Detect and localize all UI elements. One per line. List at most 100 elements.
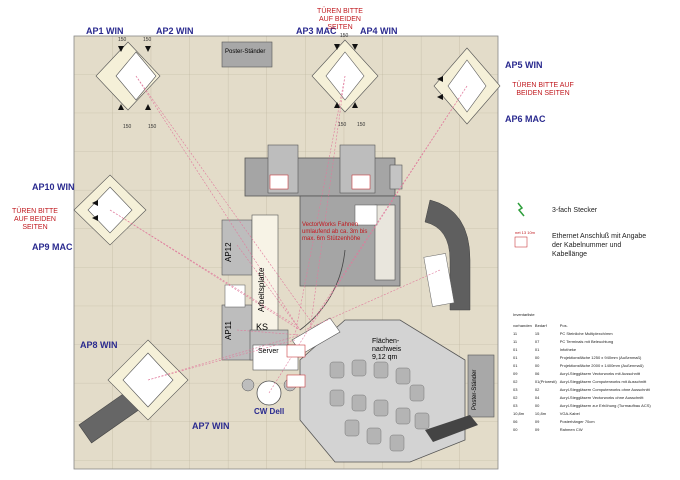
table-row: 00 09 Rahmen CW xyxy=(513,426,654,434)
ks-label: KS xyxy=(256,322,269,332)
cell: 01 xyxy=(513,355,518,360)
cell: Acryl-Steggläsern Computerworks mit Auss… xyxy=(559,379,647,384)
cell: 10,8m xyxy=(513,411,525,416)
label-ap11: AP11 xyxy=(224,321,233,340)
cell: 11 xyxy=(513,331,518,336)
cell: Acryl-Steggläsern zur Erhöhung (Turmaufb… xyxy=(559,403,651,408)
poster-stand-top-label: Poster-Ständer xyxy=(225,49,266,55)
cw-dell-label: CW Dell xyxy=(254,407,285,416)
legend-ethernet: Ethernet Anschluß mit Angabe der Kabelnu… xyxy=(552,233,647,258)
cell: Rahmen CW xyxy=(559,427,583,432)
cell: 06 xyxy=(513,419,518,424)
dim-150-e: 150 xyxy=(340,33,349,39)
table-row: 02 04 Acryl-Steggläsern Vectorworks ohne A… xyxy=(513,394,654,402)
notice-doors-top: TÜREN BITTE AUF BEIDEN SEITEN xyxy=(317,8,363,31)
table-row: 03 00 Acryl-Steggläsern zur Erhöhung (Turm… xyxy=(513,402,654,410)
notice-doors-right: TÜREN BITTE AUF BEIDEN SEITEN xyxy=(512,82,574,97)
cell: 02 xyxy=(534,387,540,392)
table-row: 06 09 Posterhänger 70cm xyxy=(513,418,654,426)
legend-net-sample: net 13 10m xyxy=(515,230,536,235)
cell: 00 xyxy=(534,403,540,408)
dim-150-f: 150 xyxy=(338,122,347,128)
cell: 00 xyxy=(534,363,540,368)
flaechennachweis-label: Flächen- nachweis 9,12 qm xyxy=(372,338,402,361)
cell: VGA-Kabel xyxy=(559,411,580,416)
label-ap3: AP3 MAC xyxy=(296,26,337,36)
cell: PC Steinliche Multiplexch/mm xyxy=(559,331,613,336)
cell: 07 xyxy=(534,339,540,344)
notice-banner: VectorWorks Fahnen umlaufend ab ca. 3m b… xyxy=(302,222,368,242)
cell: 09 xyxy=(534,419,540,424)
cell: Acryl-Steggläsern Computerworks ohne Aus… xyxy=(559,387,650,392)
table-row: 01 00 Projektionsfläche 2000 x 1400mm (Auß… xyxy=(513,362,654,370)
cell: 01(Prioresti) xyxy=(534,379,557,384)
inventory-header-row: vorhanden Bedarf Pos. xyxy=(513,322,654,330)
label-ap9: AP9 MAC xyxy=(32,242,73,252)
legend-stecker: 3-fach Stecker xyxy=(552,207,598,214)
cell: 00 xyxy=(513,427,518,432)
inventory-table: vorhanden Bedarf Pos. 11 15 PC Steinliche … xyxy=(513,322,654,434)
cell: 00 xyxy=(534,355,540,360)
table-row: 02 01(Prioresti)Acryl-Steggläsern Compute… xyxy=(513,378,654,386)
table-row: 09 06 Acryl-Steggläsern Vectorworks mit Au… xyxy=(513,370,654,378)
cell: Acryl-Steggläsern Vectorworks mit Aussch… xyxy=(559,371,640,376)
inventory-header: vorhanden xyxy=(513,323,532,328)
cell: PC Terminals mit Beleuchtung xyxy=(559,339,614,344)
table-row: 01 00 Projektionsfläche 1250 x 940mm (Auße… xyxy=(513,354,654,362)
cell: 02 xyxy=(513,379,518,384)
table-row: 11 07 PC Terminals mit Beleuchtung xyxy=(513,338,654,346)
table-row: 10,8m 10,8m VGA-Kabel xyxy=(513,410,654,418)
cell: 10,8m xyxy=(534,411,547,416)
cell: 11 xyxy=(513,339,518,344)
dim-150-c: 150 xyxy=(123,124,132,130)
label-ap6: AP6 MAC xyxy=(505,114,546,124)
poster-stand-top xyxy=(221,41,273,68)
cell: 03 xyxy=(513,403,518,408)
table-row: 11 15 PC Steinliche Multiplexch/mm xyxy=(513,330,654,338)
dimension-arrows xyxy=(92,44,443,221)
table-row: 03 02 Acryl-Steggläsern Computerworks ohne… xyxy=(513,386,654,394)
cell: 01 xyxy=(513,363,518,368)
poster-stand-right-label: Poster-Ständer xyxy=(472,369,478,410)
curved-wall xyxy=(424,199,471,311)
poster-stand-right xyxy=(467,354,495,418)
cell: 01 xyxy=(534,347,540,352)
label-ap5: AP5 WIN xyxy=(505,60,543,70)
arbeitsplatte-label: Arbeitsplatte xyxy=(257,267,266,312)
cell: 15 xyxy=(534,331,540,336)
cell: 04 xyxy=(534,395,540,400)
cell: 03 xyxy=(513,387,518,392)
inventory-header: Bedarf xyxy=(534,323,547,328)
net-markers xyxy=(269,174,528,388)
dim-150-a: 150 xyxy=(118,37,127,43)
label-ap10: AP10 WIN xyxy=(32,182,75,192)
label-ap4: AP4 WIN xyxy=(360,26,398,36)
label-ap2: AP2 WIN xyxy=(156,26,194,36)
cell: 01 xyxy=(513,347,518,352)
cell: 09 xyxy=(513,371,518,376)
dim-150-d: 150 xyxy=(148,124,157,130)
table-row: 01 01 Infotheke xyxy=(513,346,654,354)
cell: Infotheke xyxy=(559,347,577,352)
cell: 09 xyxy=(534,427,540,432)
notice-doors-left: TÜREN BITTE AUF BEIDEN SEITEN xyxy=(12,208,58,231)
cell: 02 xyxy=(513,395,518,400)
cell: 06 xyxy=(534,371,540,376)
cell: Acryl-Steggläsern Vectorworks ohne Aussc… xyxy=(559,395,644,400)
chairs xyxy=(329,359,430,452)
inventory-header: Pos. xyxy=(559,323,568,328)
inventory-title: Inventarliste xyxy=(513,312,535,317)
dim-150-g: 150 xyxy=(357,122,366,128)
counter-bottom-right xyxy=(425,415,478,442)
cell: Projektionsfläche 2000 x 1400mm (Außenma… xyxy=(559,363,644,368)
label-ap12: AP12 xyxy=(224,242,233,262)
cell: Posterhänger 70cm xyxy=(559,419,595,424)
server-label: Server xyxy=(258,348,279,355)
cell: Projektionsfläche 1250 x 940mm (Außenmaß… xyxy=(559,355,642,360)
label-ap8: AP8 WIN xyxy=(80,340,118,350)
stecker-symbol-icon xyxy=(517,202,525,217)
dim-150-b: 150 xyxy=(143,37,152,43)
label-ap7: AP7 WIN xyxy=(192,421,230,431)
label-ap1: AP1 WIN xyxy=(86,26,124,36)
